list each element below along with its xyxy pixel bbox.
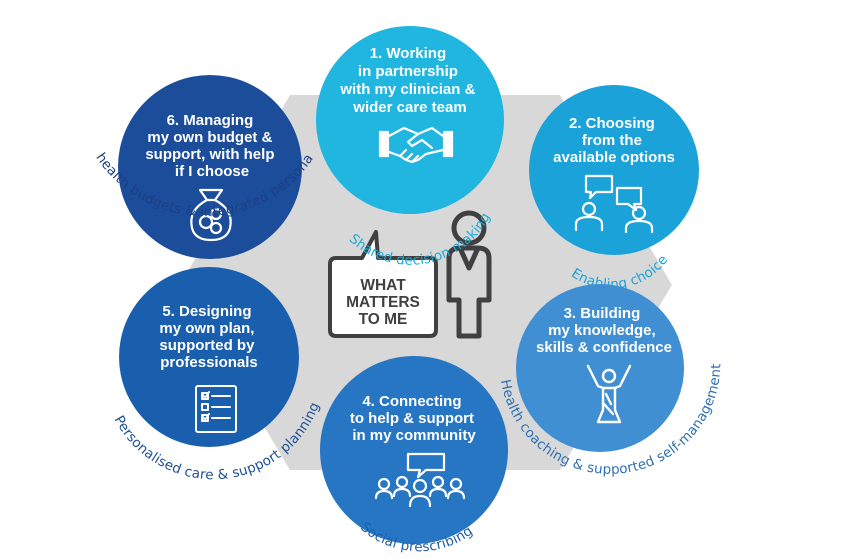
component-6: 6. Managing my own budget & support, wit… — [0, 0, 317, 259]
component-1-circle — [316, 26, 504, 214]
component-4: 4. Connecting to help & support in my co… — [320, 356, 508, 555]
component-3-title-line-3: skills & confidence — [536, 339, 672, 356]
group-discussion-icon — [574, 174, 654, 234]
svg-text:1. Working in partnershi: 1. Working in partnership with my clinic… — [339, 45, 479, 116]
component-2-circle — [529, 85, 699, 255]
center-text-line-1: WHAT — [360, 277, 406, 294]
raised-arms-person-icon — [586, 364, 632, 424]
component-6-title-line-4: if I choose — [175, 163, 249, 180]
component-6-title-line-3: support, with help — [145, 146, 274, 163]
component-5-title-line-1: 5. Designing — [162, 303, 251, 320]
person-icon — [446, 210, 492, 339]
component-1-title-line-2: in partnership — [358, 63, 458, 80]
svg-text:4. Connecting to help &: 4. Connecting to help & support in my co… — [350, 393, 478, 444]
svg-text:5. Designing my own plan: 5. Designing my own plan, supported by p… — [159, 303, 258, 371]
center-text-line-3: TO ME — [359, 311, 408, 328]
component-6-title-line-2: my own budget & — [147, 129, 272, 146]
component-3-title-line-2: my knowledge, — [548, 322, 656, 339]
component-2-title-line-2: from the — [582, 132, 642, 149]
component-1-title-line-4: wider care team — [352, 99, 466, 116]
component-2-title-line-3: available options — [553, 149, 675, 166]
svg-text:6. Managing my own budge: 6. Managing my own budget & support, wit… — [145, 112, 278, 180]
component-5-number: 5. — [162, 303, 175, 320]
component-5-title-line-4: professionals — [160, 354, 258, 371]
component-5-circle — [119, 267, 299, 447]
component-4-title-line-2: to help & support — [350, 410, 474, 427]
component-3-title-line-1: 3. Building — [564, 305, 641, 322]
component-3-number: 3. — [564, 305, 577, 322]
component-5-title-line-2: my own plan, — [159, 320, 254, 337]
svg-text:2. Choosing from the: 2. Choosing from the available options — [553, 115, 675, 166]
money-bag-icon — [190, 188, 232, 242]
component-4-number: 4. — [362, 393, 375, 410]
component-5-title-line-3: supported by — [159, 337, 255, 354]
component-4-circle — [320, 356, 508, 544]
component-1-number: 1. — [370, 45, 383, 62]
component-3-circle — [516, 284, 684, 452]
component-1-title-line-1: 1. Working — [370, 45, 446, 62]
component-1-title-line-3: with my clinician & — [339, 81, 475, 98]
component-2-title-line-1: 2. Choosing — [569, 115, 655, 132]
svg-text:3. Building my knowledge: 3. Building my knowledge, skills & confi… — [536, 305, 672, 356]
component-1: 1. Working in partnership with my clinic… — [316, 26, 504, 269]
component-6-circle — [118, 75, 302, 259]
component-6-number: 6. — [167, 112, 180, 129]
center-text-line-2: MATTERS — [346, 294, 420, 311]
component-2-number: 2. — [569, 115, 582, 132]
component-4-title-line-1: 4. Connecting — [362, 393, 461, 410]
component-6-title-line-1: 6. Managing — [167, 112, 254, 129]
speech-bubble — [328, 230, 438, 338]
checklist-icon — [195, 385, 237, 433]
community-group-icon — [374, 452, 466, 508]
handshake-icon — [378, 126, 454, 164]
component-4-title-line-3: in my community — [352, 427, 476, 444]
